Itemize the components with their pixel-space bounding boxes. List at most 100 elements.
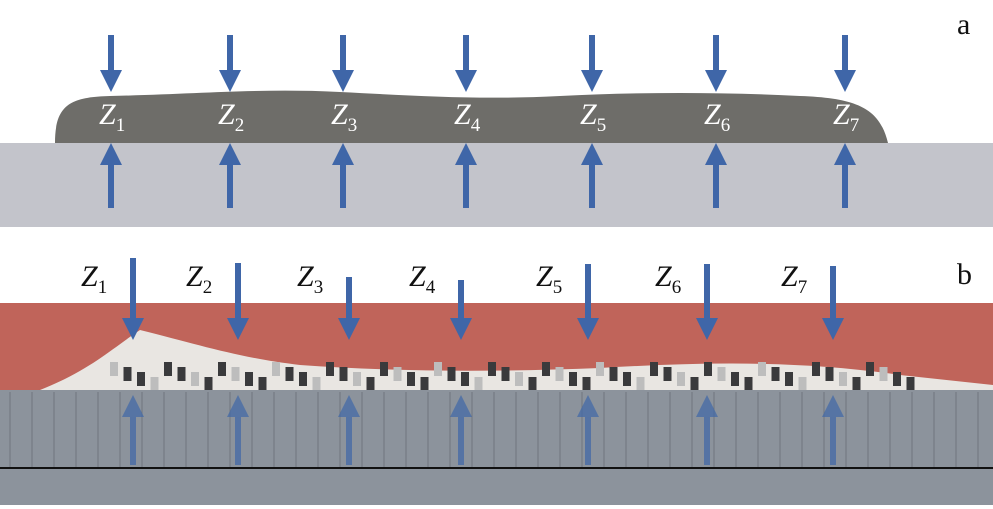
zone-letter: Z — [186, 260, 203, 293]
arrow-up-a-6 — [705, 143, 727, 165]
arrow-down-a-6 — [705, 70, 727, 92]
zone-letter: Z — [99, 98, 116, 131]
debris-fragment — [326, 362, 334, 376]
debris-fragment — [474, 377, 483, 391]
zone-index: 6 — [671, 277, 682, 298]
debris-fragment — [110, 362, 118, 376]
zone-label-b-1: Z1 — [81, 260, 107, 298]
zone-letter: Z — [781, 260, 798, 293]
arrow-down-a-1 — [100, 70, 122, 92]
zone-index: 4 — [470, 115, 481, 136]
arrow-up-b-7 — [822, 395, 844, 417]
zone-letter: Z — [331, 98, 348, 131]
debris-fragment — [650, 362, 658, 376]
zone-index: 3 — [313, 277, 324, 298]
debris-fragment — [528, 377, 537, 391]
debris-fragment — [758, 362, 766, 376]
arrow-down-a-7 — [834, 70, 856, 92]
debris-fragment — [690, 377, 699, 391]
zone-index: 2 — [234, 115, 245, 136]
debris-fragment — [312, 377, 321, 391]
debris-fragment — [704, 362, 712, 376]
debris-b — [40, 330, 993, 392]
debris-fragment — [393, 367, 402, 381]
panel-label-b: b — [957, 258, 972, 291]
zone-label-a-4: Z4 — [454, 100, 481, 136]
arrow-up-b-1 — [122, 395, 144, 417]
debris-fragment — [353, 372, 361, 386]
panel-label-a: a — [957, 8, 971, 41]
arrow-down-a-2 — [219, 70, 241, 92]
arrow-up-b-3 — [338, 395, 360, 417]
zone-letter: Z — [409, 260, 426, 293]
zone-label-b-2: Z2 — [186, 260, 213, 298]
debris-fragment — [285, 367, 294, 381]
debris-fragment — [825, 367, 834, 381]
zone-label-a-5: Z5 — [580, 98, 607, 136]
zone-letter: Z — [81, 260, 98, 293]
debris-fragment — [407, 372, 415, 386]
debris-fragment — [164, 362, 172, 376]
zone-letter: Z — [833, 98, 850, 131]
zone-label-a-6: Z6 — [704, 98, 731, 136]
debris-fragment — [258, 377, 267, 391]
zone-label-b-4: Z4 — [409, 260, 435, 298]
debris-fragment — [218, 362, 226, 376]
arrow-up-a-7 — [834, 143, 856, 165]
zone-letter: Z — [704, 98, 721, 131]
zone-letter: Z — [580, 98, 597, 131]
debris-fragment — [204, 377, 213, 391]
debris-fragment — [515, 372, 523, 386]
debris-fragment — [906, 377, 915, 391]
weld-bead-a — [55, 90, 888, 143]
arrow-down-b-5 — [577, 318, 599, 340]
debris-fragment — [488, 362, 496, 376]
arrow-down-b-1 — [122, 318, 144, 340]
arrow-up-b-4 — [450, 395, 472, 417]
zone-index: 2 — [202, 277, 213, 298]
debris-fragment — [744, 377, 753, 391]
debris-fragment — [866, 362, 874, 376]
zone-label-a-7: Z7 — [833, 98, 859, 136]
zone-label-b-3: Z3 — [297, 262, 324, 298]
zone-label-b-6: Z6 — [655, 260, 682, 298]
debris-fragment — [582, 377, 591, 391]
arrow-up-a-3 — [332, 143, 354, 165]
arrow-up-b-5 — [577, 395, 599, 417]
arrow-up-b-2 — [227, 395, 249, 417]
debris-fragment — [231, 367, 240, 381]
debris-fragment — [812, 362, 820, 376]
debris-fragment — [272, 362, 280, 376]
debris-fragment — [609, 367, 618, 381]
arrow-down-a-3 — [332, 70, 354, 92]
zone-label-b-5: Z5 — [536, 260, 562, 298]
substrate-b — [0, 390, 993, 505]
zone-letter: Z — [536, 260, 553, 293]
debris-fragment — [447, 367, 456, 381]
debris-fragment — [596, 362, 604, 376]
debris-fragment — [717, 367, 726, 381]
zone-label-b-7: Z7 — [781, 260, 808, 298]
debris-fragment — [245, 372, 253, 386]
arrow-down-a-4 — [455, 70, 477, 92]
zone-label-a-2: Z2 — [218, 100, 245, 136]
arrow-up-a-4 — [455, 143, 477, 165]
zone-index: 5 — [596, 115, 607, 136]
debris-fragment — [461, 372, 469, 386]
debris-fragment — [731, 372, 739, 386]
debris-fragment — [852, 377, 861, 391]
debris-fragment — [879, 367, 888, 381]
arrow-up-a-1 — [100, 143, 122, 165]
debris-fragment — [663, 367, 672, 381]
arrow-down-b-7 — [822, 318, 844, 340]
zone-letter: Z — [655, 260, 672, 293]
debris-fragment — [569, 372, 577, 386]
zone-index: 6 — [720, 115, 731, 136]
debris-fragment — [123, 367, 132, 381]
zone-index: 7 — [797, 277, 808, 298]
debris-fragment — [677, 372, 685, 386]
debris-fragment — [191, 372, 199, 386]
debris-fragment — [771, 367, 780, 381]
